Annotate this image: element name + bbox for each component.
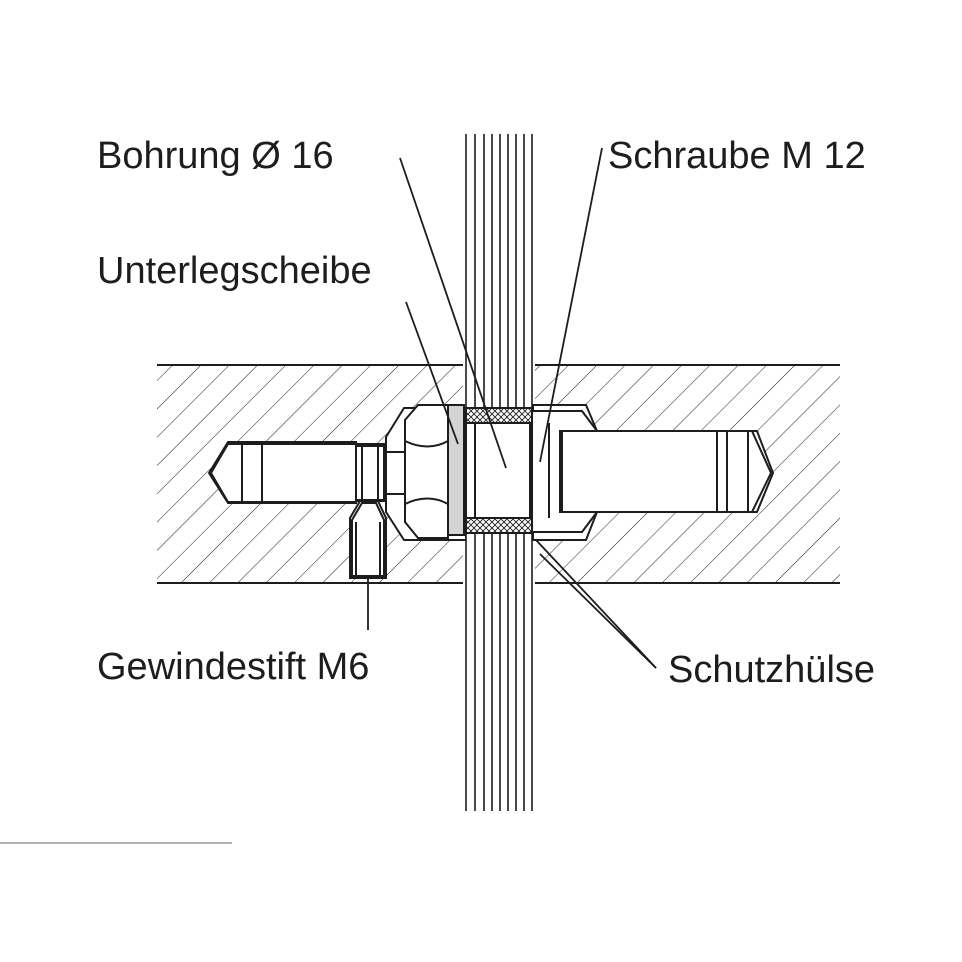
bore-bushing xyxy=(465,422,533,519)
hex-nut xyxy=(404,404,449,539)
label-gewindestift: Gewindestift M6 xyxy=(97,646,370,688)
grub-screw xyxy=(351,502,385,577)
label-bohrung: Bohrung Ø 16 xyxy=(97,135,334,177)
left-threaded-stud xyxy=(209,443,405,503)
leader-lines xyxy=(367,147,657,669)
label-schutzhuelse: Schutzhülse xyxy=(668,649,876,691)
label-schraube: Schraube M 12 xyxy=(608,135,866,177)
leader-unterleg xyxy=(405,301,459,445)
label-unterlegscheibe: Unterlegscheibe xyxy=(97,250,372,292)
leader-schutz-1 xyxy=(535,539,657,669)
screw-m12 xyxy=(531,410,773,533)
protective-sleeve xyxy=(465,407,533,534)
leader-bohrung xyxy=(399,157,507,469)
leader-schutz-2 xyxy=(539,553,657,669)
leader-schraube xyxy=(539,147,603,463)
